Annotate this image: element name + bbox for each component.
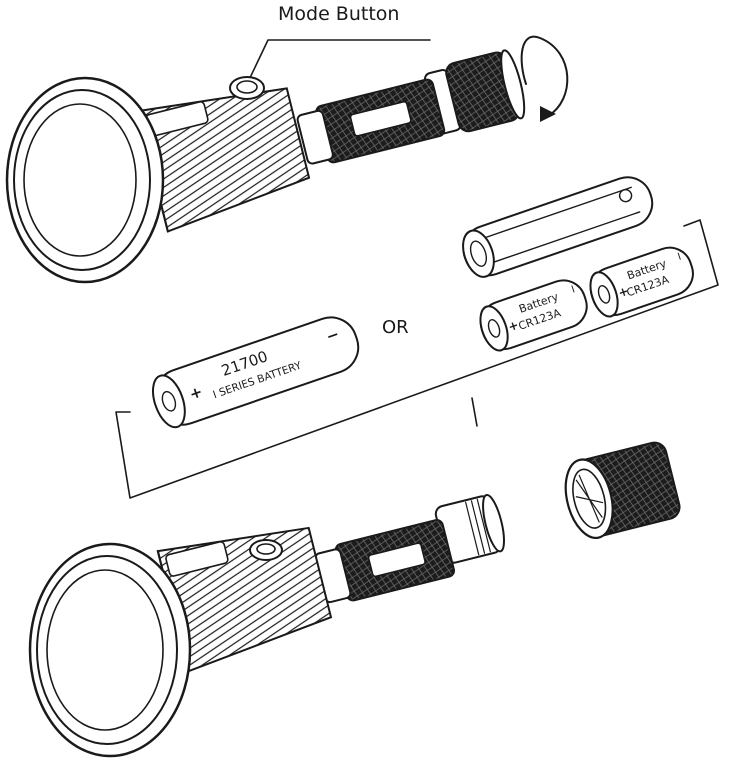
flashlight-bottom [28, 493, 505, 758]
cr123a-1-minus-sign: I [570, 284, 576, 295]
bezel-top [5, 76, 165, 284]
body-tube-bottom [314, 519, 456, 604]
battery-21700-plus-sign: + [187, 382, 205, 403]
tail-cap-detached [564, 441, 681, 539]
mode-button [229, 76, 265, 100]
cr123a-1-plus-sign: + [506, 318, 520, 335]
body-tube-top [296, 78, 446, 165]
head-fins-top [136, 87, 311, 233]
battery-21700-minus-sign: − [324, 325, 342, 346]
mode-button-leader-line [247, 39, 431, 83]
cr123a-2-plus-sign: + [616, 284, 630, 301]
rotate-arrow-icon [520, 35, 569, 122]
bezel-bottom [28, 542, 192, 758]
cr123a-battery-2: + I Battery CR123A [589, 246, 694, 318]
head-fins-bottom [156, 526, 333, 673]
battery-21700: + − 21700 I SERIES BATTERY [152, 316, 360, 429]
or-separator: OR [382, 317, 409, 338]
bracket-pointer [471, 397, 478, 427]
mode-button-bottom [249, 539, 283, 561]
cr123a-2-minus-sign: I [676, 252, 682, 263]
battery-bracket [115, 219, 719, 499]
mode-button-label: Mode Button [278, 3, 400, 25]
cr123a-battery-1: + I Battery CR123A [479, 279, 588, 352]
flashlight-top [5, 49, 526, 284]
cr123a-holder [462, 176, 654, 278]
